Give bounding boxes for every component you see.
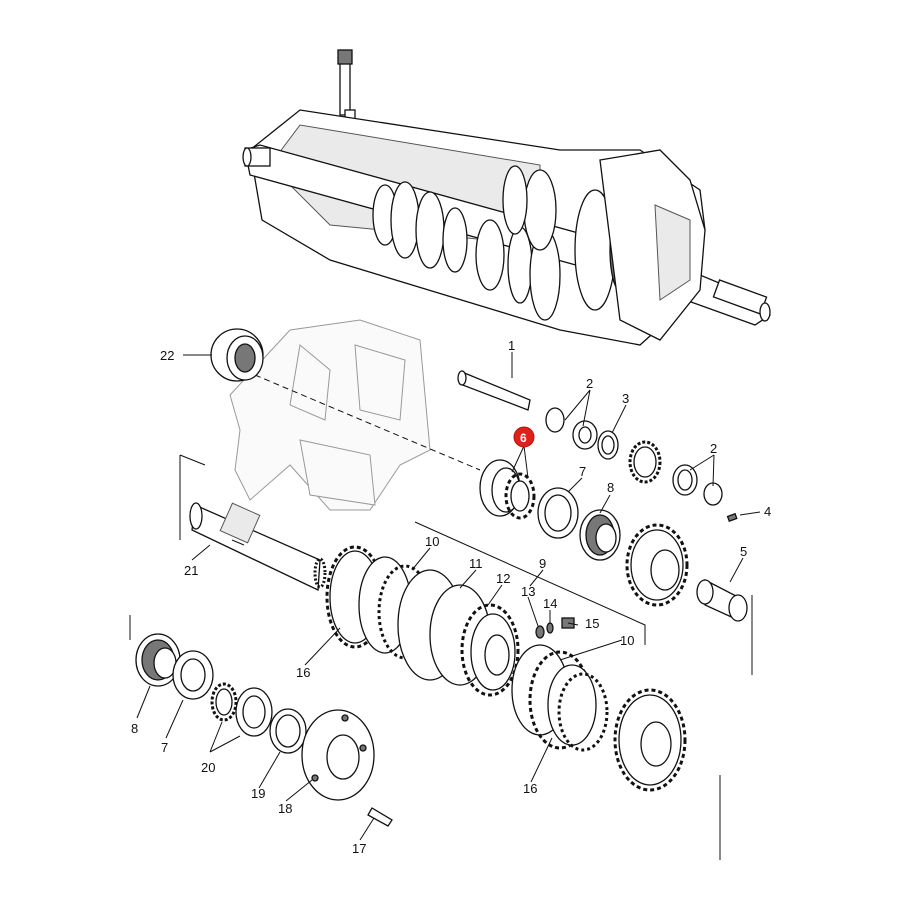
part-17-bolt bbox=[367, 807, 393, 827]
callout-17[interactable]: 17 bbox=[352, 841, 366, 856]
part-21-output-shaft bbox=[189, 502, 327, 591]
part-18-cover-plate bbox=[301, 709, 375, 801]
part-8-needle-bearing-lower bbox=[135, 633, 181, 687]
callout-7-upper[interactable]: 7 bbox=[579, 464, 586, 479]
callout-15[interactable]: 15 bbox=[585, 616, 599, 631]
leader-lines bbox=[136, 352, 761, 841]
part-2-bearing-upper bbox=[545, 407, 598, 450]
callout-11[interactable]: 11 bbox=[469, 556, 483, 571]
part-22-bearing bbox=[210, 328, 264, 382]
large-gear-right bbox=[625, 523, 689, 607]
callout-labels: 22 1 2 3 2 4 5 6 7 8 9 10 11 12 13 14 15… bbox=[131, 338, 771, 856]
callout-10-lower[interactable]: 10 bbox=[620, 633, 634, 648]
part-4-screw bbox=[726, 512, 738, 523]
assembly-bracket-lines bbox=[129, 454, 753, 860]
part-20-bearing-set bbox=[210, 682, 273, 737]
callout-22[interactable]: 22 bbox=[160, 348, 174, 363]
callout-21[interactable]: 21 bbox=[184, 563, 198, 578]
callout-16-lower[interactable]: 16 bbox=[523, 781, 537, 796]
assembled-transmission bbox=[242, 49, 771, 346]
callout-14[interactable]: 14 bbox=[543, 596, 557, 611]
part-6-bearing bbox=[479, 459, 536, 520]
callout-6-highlight[interactable]: 6 bbox=[513, 426, 535, 448]
small-gear-upper bbox=[628, 440, 662, 484]
callout-8-upper[interactable]: 8 bbox=[607, 480, 614, 495]
part-2-bearing-lower bbox=[672, 464, 723, 506]
callout-12[interactable]: 12 bbox=[496, 571, 510, 586]
callout-5[interactable]: 5 bbox=[740, 544, 747, 559]
callout-1[interactable]: 1 bbox=[508, 338, 515, 353]
callout-8-lower[interactable]: 8 bbox=[131, 721, 138, 736]
part-5-bushing bbox=[696, 578, 748, 622]
part-7-washer-upper bbox=[537, 487, 579, 539]
callout-13[interactable]: 13 bbox=[521, 584, 535, 599]
part-3-ring bbox=[597, 430, 619, 460]
part-8-needle-bearing-upper bbox=[579, 509, 621, 561]
callout-9[interactable]: 9 bbox=[539, 556, 546, 571]
callout-2-upper[interactable]: 2 bbox=[586, 376, 593, 391]
housing-ghost bbox=[229, 319, 481, 511]
large-gear-lower bbox=[613, 688, 687, 792]
callout-18[interactable]: 18 bbox=[278, 801, 292, 816]
callout-16-upper[interactable]: 16 bbox=[296, 665, 310, 680]
callout-19[interactable]: 19 bbox=[251, 786, 265, 801]
part-1-shaft-pin bbox=[457, 370, 531, 411]
synchro-assembly bbox=[325, 545, 520, 697]
callout-7-lower[interactable]: 7 bbox=[161, 740, 168, 755]
callout-2-lower[interactable]: 2 bbox=[710, 441, 717, 456]
part-7-washer-lower bbox=[172, 650, 214, 700]
callout-4[interactable]: 4 bbox=[764, 504, 771, 519]
callout-10-upper[interactable]: 10 bbox=[425, 534, 439, 549]
parts-13-15-detent bbox=[535, 617, 575, 639]
callout-20[interactable]: 20 bbox=[201, 760, 215, 775]
assembled-gear-cluster bbox=[372, 165, 631, 321]
callout-3[interactable]: 3 bbox=[622, 391, 629, 406]
part-19-ring bbox=[269, 708, 307, 754]
part-10-16-synchro-rings-lower bbox=[511, 644, 609, 752]
callout-6[interactable]: 6 bbox=[520, 431, 527, 445]
